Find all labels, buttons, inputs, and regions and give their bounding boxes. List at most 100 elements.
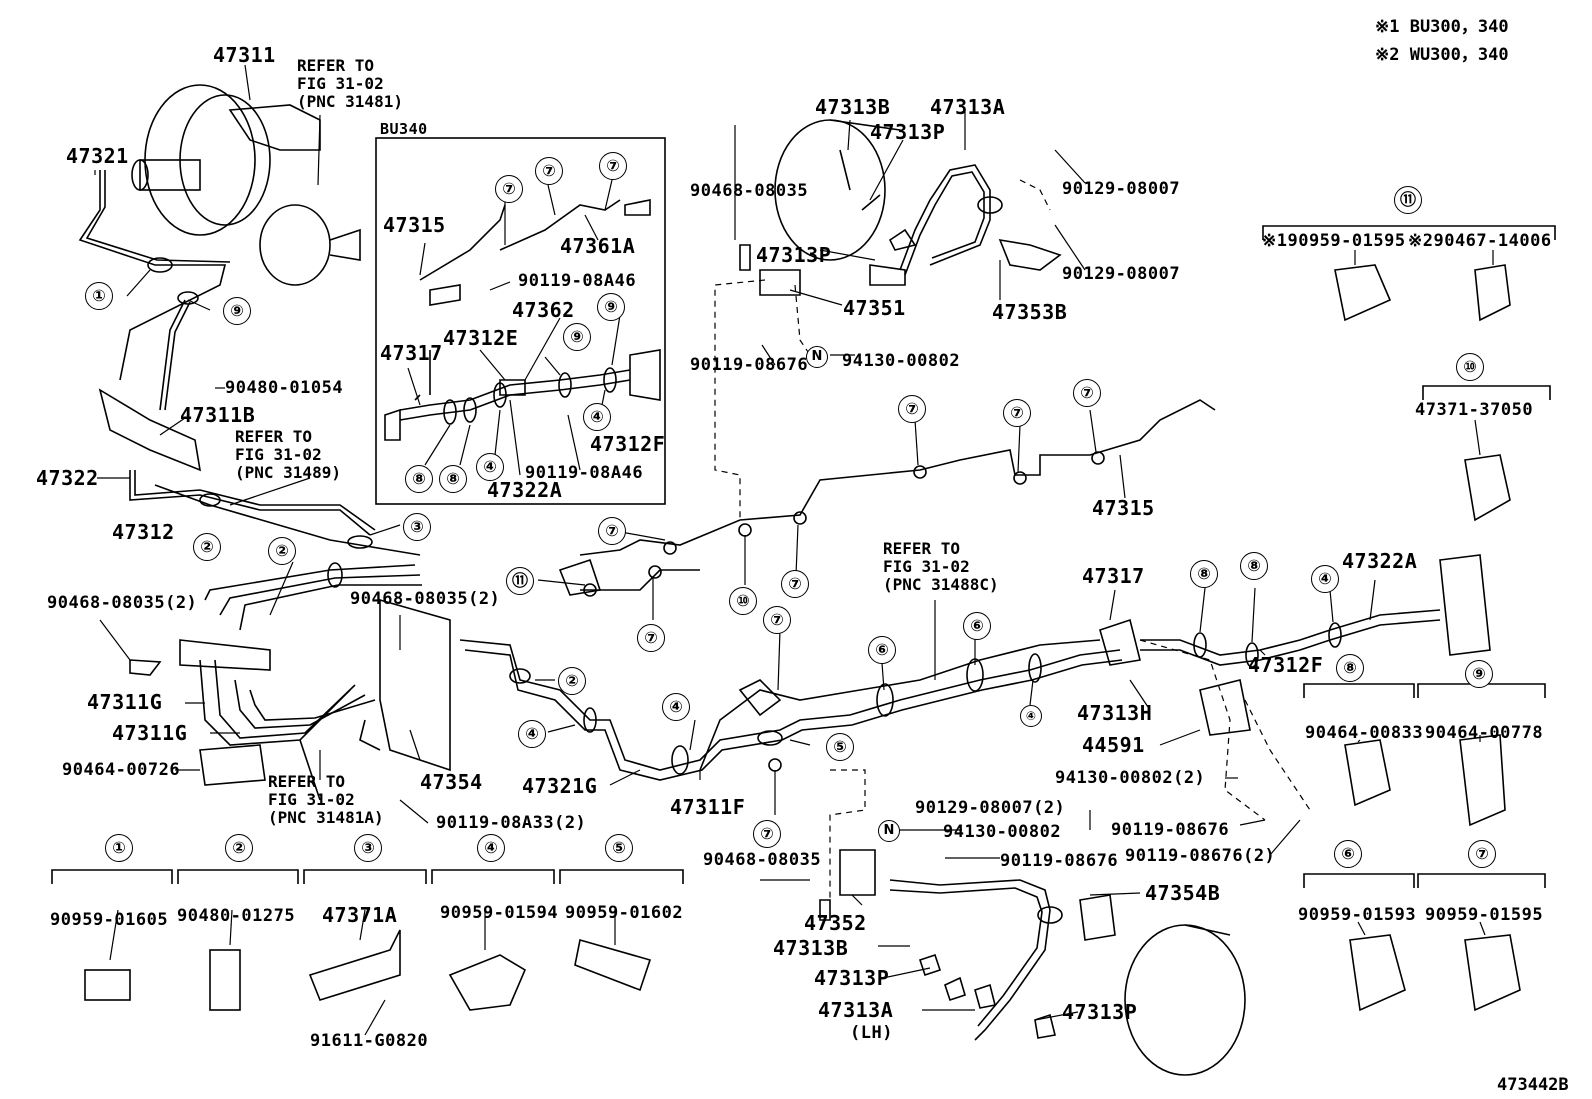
callout-7: ⑦ [637,624,665,652]
part-label: 47311 [213,43,276,67]
part-label: 47312 [112,520,175,544]
main-brake-lines [459,399,1491,781]
part-label: 47311G [87,690,163,714]
callout-9: ⑨ [597,293,625,321]
part-label: 47352 [804,911,867,935]
callout-4: ④ [476,453,504,481]
callout-7: ⑦ [763,606,791,634]
callout-6: ⑥ [868,636,896,664]
part-label: 47361A [560,234,636,258]
callout-7: ⑦ [781,570,809,598]
part-label: 90129-08007 [1062,264,1181,284]
part-label: 47354 [420,770,483,794]
refer-note-31488C: REFER TO FIG 31-02 (PNC 31488C) [883,539,999,594]
callout-7: ⑦ [1003,399,1031,427]
part-label: 47313P [1062,1000,1138,1024]
part-label: 90119-08676(2) [1125,846,1276,866]
part-label: 47313A [930,95,1006,119]
part-label: (LH) [850,1023,893,1043]
note-1: ※1 BU300，340 [1375,17,1509,37]
callout-7: ⑦ [898,395,926,423]
part-label: 90464-00726 [62,760,181,780]
callout-6: ⑥ [963,612,991,640]
part-label: 47313P [814,966,890,990]
part-label: 90119-08676 [690,355,809,375]
callout-2: ② [558,667,586,695]
rear-wheel-hose [819,849,1246,1076]
legend-callout-2: ② [225,834,253,862]
bu340-box [375,137,666,505]
n-marker: N [806,346,828,368]
callout-7: ⑦ [753,820,781,848]
legend-callout-6: ⑥ [1334,840,1362,868]
part-label: 94130-00802 [842,351,961,371]
part-label: 47322A [487,478,563,502]
part-label: 47354B [1145,881,1221,905]
part-label: 47353B [992,300,1068,324]
part-label: 90468-08035(2) [47,593,198,613]
legend-callout-1: ① [105,834,133,862]
legend-callout-3: ③ [354,834,382,862]
part-label: 47312E [443,326,519,350]
clip-part-label: 90959-01605 [50,910,169,930]
callout-7: ⑦ [598,517,626,545]
legend-callout-8: ⑧ [1336,654,1364,682]
callout-11: ⑪ [506,567,534,595]
part-label: 90119-08A46 [525,463,644,483]
callout-7: ⑦ [1073,379,1101,407]
part-label: 47313P [756,243,832,267]
clip-part-label: 90959-01595 [1425,905,1544,925]
part-label: 47317 [1082,564,1145,588]
callout-4: ④ [583,403,611,431]
part-label: 47311B [180,403,256,427]
part-label: 47315 [383,213,446,237]
front-wheel-hose [739,119,1062,296]
callout-4: ④ [662,693,690,721]
clip-part-label: ※190959-01595 [1262,231,1406,251]
part-label: 47322A [1342,549,1418,573]
part-label: 90468-08035(2) [350,589,501,609]
clip-part-label: 90959-01594 [440,903,559,923]
refer-note-31481: REFER TO FIG 31-02 (PNC 31481) [297,56,403,111]
part-label: 47313B [815,95,891,119]
callout-4: ④ [1311,565,1339,593]
part-label: 47313H [1077,701,1153,725]
legend-callout-10: ⑩ [1456,353,1484,381]
part-label: 47315 [1092,496,1155,520]
callout-4: ④ [518,720,546,748]
part-label: 94130-00802(2) [1055,768,1206,788]
callout-10: ⑩ [729,587,757,615]
left-brake-lines [78,170,451,801]
part-label: 47321 [66,144,129,168]
note-2: ※2 WU300，340 [1375,45,1509,65]
part-label: 94130-00802 [943,822,1062,842]
part-label: 90129-08007(2) [915,798,1066,818]
callout-8: ⑧ [405,465,433,493]
part-label: 47362 [512,298,575,322]
callout-7: ⑦ [495,175,523,203]
bu340-box-title: BU340 [380,120,428,138]
clip-part-label: 90959-01593 [1298,905,1417,925]
part-label: 90119-08A33(2) [436,813,587,833]
clip-part-label: 47371A [322,903,398,927]
leader-lines [94,64,1494,1036]
part-label: 90468-08035 [690,181,809,201]
callout-8: ⑧ [439,465,467,493]
clip-part-label: 47371-37050 [1415,400,1534,420]
part-label: 47313A [818,998,894,1022]
callout-4-small: ④ [1020,705,1042,727]
part-label: 47322 [36,466,99,490]
callout-7: ⑦ [599,152,627,180]
callout-5: ⑤ [826,733,854,761]
part-label: 47311G [112,721,188,745]
clip-part-label: 91611-G0820 [310,1031,429,1051]
legend-callout-7: ⑦ [1468,840,1496,868]
part-label: 90119-08676 [1111,820,1230,840]
callout-7: ⑦ [535,157,563,185]
part-label: 90119-08676 [1000,851,1119,871]
callout-2: ② [193,533,221,561]
refer-note-31489: REFER TO FIG 31-02 (PNC 31489) [235,427,341,482]
part-label: 47313B [773,936,849,960]
clip-part-label: 90464-00778 [1425,723,1544,743]
